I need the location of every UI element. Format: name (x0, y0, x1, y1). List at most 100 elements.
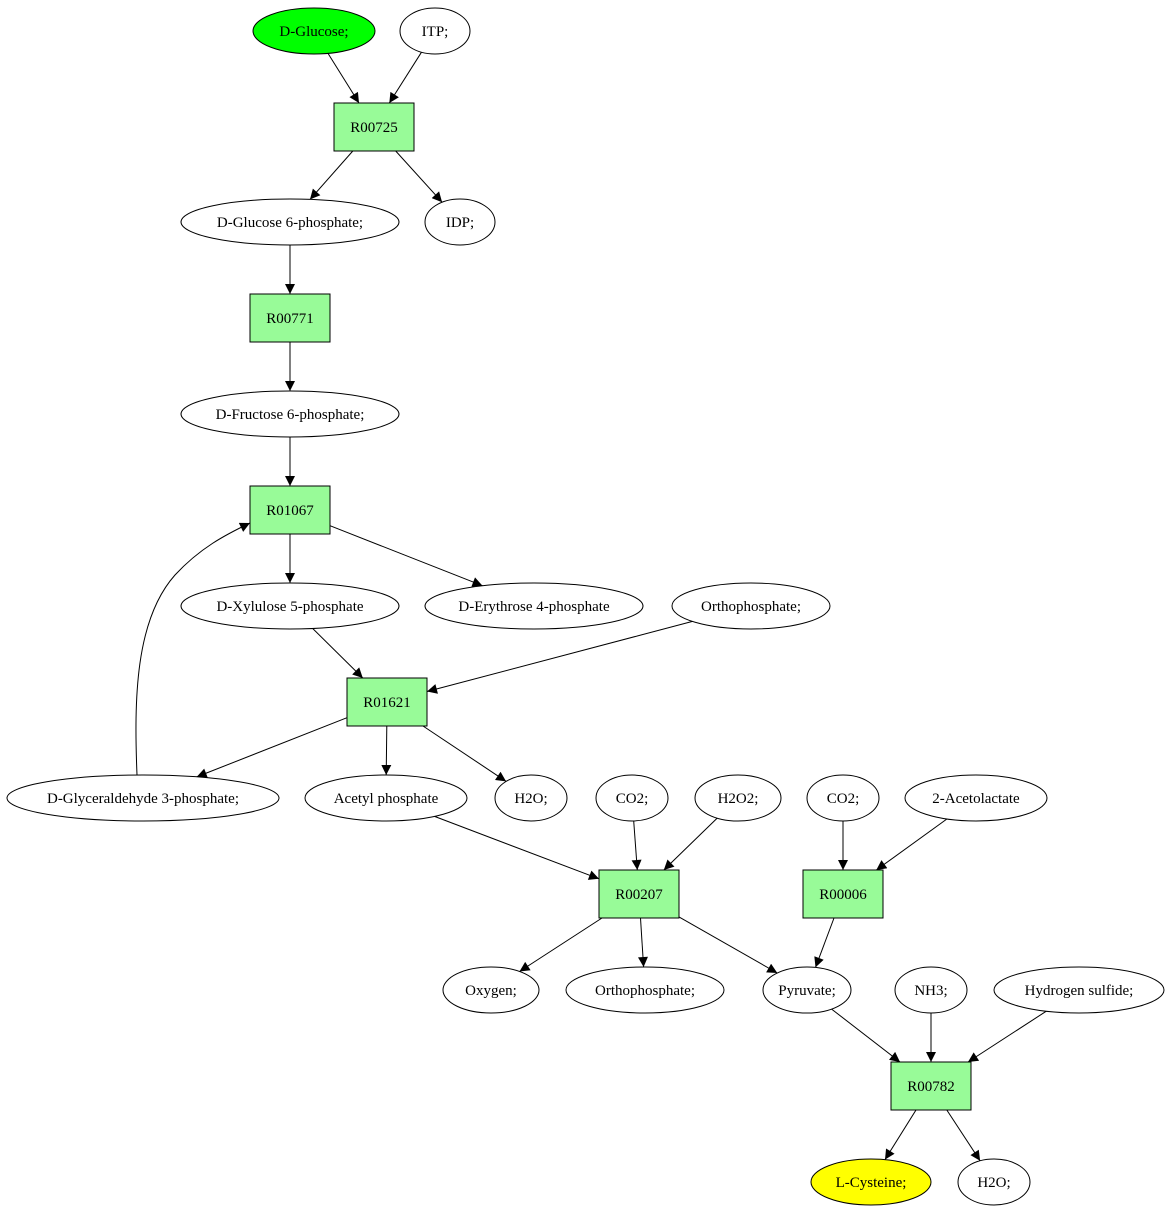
node-label: Oxygen; (465, 983, 517, 999)
node-label: R01067 (266, 503, 314, 519)
node-label: R00006 (819, 887, 867, 903)
reaction-box (249, 293, 331, 343)
compound-ellipse (399, 7, 471, 55)
edge-r_01621-to-n_h2o1 (422, 725, 507, 782)
node-label: H2O; (977, 1175, 1010, 1191)
compound-node-n_idp[interactable]: IDP; (424, 198, 496, 246)
node-label: R00207 (615, 887, 663, 903)
compound-node-n_e4p[interactable]: D-Erythrose 4-phosphate (424, 582, 644, 630)
compound-ellipse (252, 7, 376, 55)
node-label: D-Fructose 6-phosphate; (216, 407, 365, 423)
compound-ellipse (894, 966, 968, 1014)
reaction-node-r_00771[interactable]: R00771 (249, 293, 331, 343)
edge-r_01621-to-n_acp (381, 725, 392, 776)
compound-node-n_h2s[interactable]: Hydrogen sulfide; (993, 966, 1165, 1014)
node-label: D-Glucose; (279, 24, 348, 40)
compound-node-n_oxygen[interactable]: Oxygen; (442, 966, 540, 1014)
compound-ellipse (180, 582, 400, 630)
reaction-box (598, 869, 680, 919)
compound-node-n_itp[interactable]: ITP; (399, 7, 471, 55)
edge-r_00725-to-n_idp (395, 150, 443, 203)
compound-ellipse (494, 774, 568, 822)
node-label: Orthophosphate; (701, 599, 801, 615)
node-label: Orthophosphate; (595, 983, 695, 999)
compound-ellipse (904, 774, 1048, 822)
node-label: D-Xylulose 5-phosphate (216, 599, 363, 615)
compound-node-n_glucose[interactable]: D-Glucose; (252, 7, 376, 55)
compound-ellipse (694, 774, 782, 822)
edge-n_h2o2-to-r_00207 (663, 817, 718, 871)
edge-n_glucose-to-r_00725 (327, 53, 360, 104)
compound-ellipse (762, 966, 852, 1014)
edge-r_00207-to-n_oxygen (519, 917, 603, 972)
compound-ellipse (810, 1158, 932, 1206)
node-label: NH3; (914, 983, 947, 999)
edge-r_00725-to-n_g6p (309, 150, 354, 200)
edge-n_h2s-to-r_00782 (967, 1010, 1047, 1063)
reaction-node-r_00725[interactable]: R00725 (333, 102, 415, 152)
compound-ellipse (442, 966, 540, 1014)
edge-r_01621-to-n_g3p (196, 717, 348, 778)
edge-r_00207-to-n_pyruvate (678, 916, 778, 974)
edge-r_00782-to-n_cysteine (884, 1109, 917, 1160)
node-label: CO2; (827, 791, 860, 807)
compound-node-n_h2o3[interactable]: H2O; (957, 1158, 1031, 1206)
compound-ellipse (993, 966, 1165, 1014)
compound-node-n_acetolactate[interactable]: 2-Acetolactate (904, 774, 1048, 822)
compound-node-n_co2a[interactable]: CO2; (595, 774, 669, 822)
reaction-box (333, 102, 415, 152)
compound-node-n_ortho1[interactable]: Orthophosphate; (671, 582, 831, 630)
edge-n_itp-to-r_00725 (388, 51, 422, 104)
compound-node-n_nh3[interactable]: NH3; (894, 966, 968, 1014)
compound-node-n_acp[interactable]: Acetyl phosphate (304, 774, 468, 822)
reaction-node-r_00006[interactable]: R00006 (802, 869, 884, 919)
reaction-node-r_01067[interactable]: R01067 (249, 485, 331, 535)
compound-node-n_co2b[interactable]: CO2; (806, 774, 880, 822)
edge-r_00006-to-n_pyruvate (814, 917, 835, 968)
reaction-box (249, 485, 331, 535)
compound-ellipse (806, 774, 880, 822)
compound-node-n_cysteine[interactable]: L-Cysteine; (810, 1158, 932, 1206)
node-label: Hydrogen sulfide; (1025, 983, 1134, 999)
compound-node-n_g6p[interactable]: D-Glucose 6-phosphate; (180, 198, 400, 246)
node-label: R00771 (266, 311, 314, 327)
compound-node-n_h2o2[interactable]: H2O2; (694, 774, 782, 822)
edges-layer (135, 51, 1047, 1162)
edge-r_00207-to-n_ortho2 (637, 917, 648, 968)
compound-node-n_x5p[interactable]: D-Xylulose 5-phosphate (180, 582, 400, 630)
edge-n_acp-to-r_00207 (434, 815, 600, 880)
edge-n_acetolactate-to-r_00006 (876, 818, 948, 871)
node-label: R00725 (350, 120, 398, 136)
node-label: CO2; (616, 791, 649, 807)
compound-node-n_pyruvate[interactable]: Pyruvate; (762, 966, 852, 1014)
reaction-node-r_01621[interactable]: R01621 (346, 677, 428, 727)
node-label: R01621 (363, 695, 411, 711)
compound-ellipse (424, 198, 496, 246)
compound-ellipse (565, 966, 725, 1014)
node-label: R00782 (907, 1079, 955, 1095)
compound-ellipse (671, 582, 831, 630)
compound-ellipse (957, 1158, 1031, 1206)
node-label: Pyruvate; (778, 983, 836, 999)
reaction-node-r_00207[interactable]: R00207 (598, 869, 680, 919)
compound-node-n_g3p[interactable]: D-Glyceraldehyde 3-phosphate; (6, 774, 280, 822)
edge-r_01067-to-n_e4p (329, 525, 483, 587)
reaction-node-r_00782[interactable]: R00782 (890, 1061, 972, 1111)
node-label: 2-Acetolactate (932, 791, 1020, 807)
node-label: H2O2; (718, 791, 759, 807)
node-label: L-Cysteine; (836, 1175, 907, 1191)
compound-ellipse (180, 390, 400, 438)
compound-ellipse (6, 774, 280, 822)
compound-node-n_ortho2[interactable]: Orthophosphate; (565, 966, 725, 1014)
node-label: D-Glucose 6-phosphate; (217, 215, 363, 231)
compound-ellipse (595, 774, 669, 822)
node-label: D-Glyceraldehyde 3-phosphate; (47, 791, 239, 807)
compound-node-n_h2o1[interactable]: H2O; (494, 774, 568, 822)
compound-ellipse (304, 774, 468, 822)
edge-n_x5p-to-r_01621 (312, 628, 364, 679)
reaction-box (346, 677, 428, 727)
compound-node-n_f6p[interactable]: D-Fructose 6-phosphate; (180, 390, 400, 438)
node-label: ITP; (422, 24, 449, 40)
node-label: D-Erythrose 4-phosphate (458, 599, 610, 615)
